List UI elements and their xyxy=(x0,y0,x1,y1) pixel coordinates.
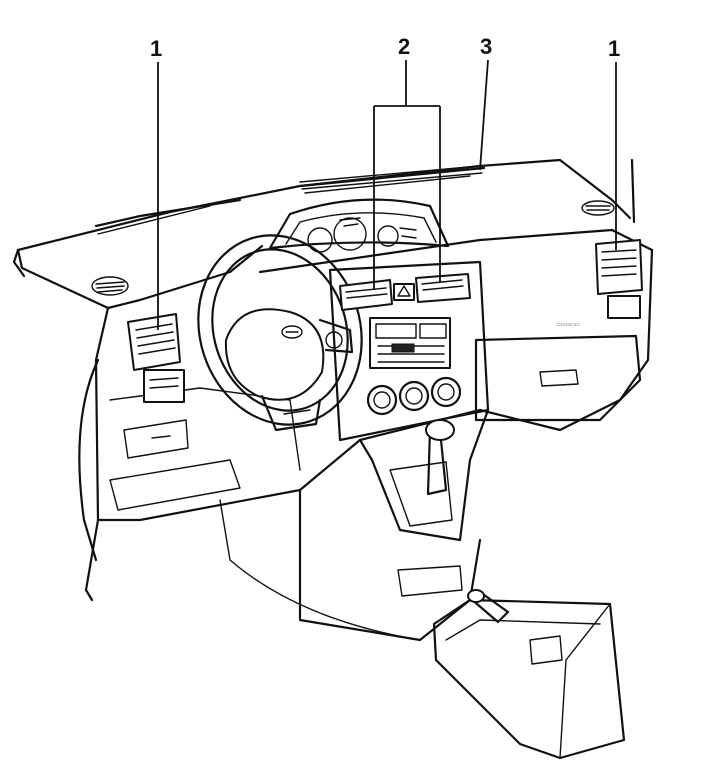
glovebox: ▭▭▭▭▭ xyxy=(474,322,642,422)
left-corner-speaker xyxy=(91,276,129,296)
defroster-grille xyxy=(299,165,483,190)
left-air-vent xyxy=(127,313,185,403)
center-stack xyxy=(328,260,490,442)
floor-console-detail xyxy=(432,589,626,760)
right-corner-speaker xyxy=(581,200,615,216)
right-air-vent xyxy=(595,239,643,319)
dashboard-top xyxy=(12,158,636,310)
callout-label: 3 xyxy=(480,34,492,59)
callout-center-vents: 2 xyxy=(373,34,441,290)
steering-wheel xyxy=(197,234,363,432)
callout-left-vent: 1 xyxy=(150,36,162,330)
callout-label: 1 xyxy=(150,36,162,61)
instrument-cluster xyxy=(268,198,450,253)
center-air-vents xyxy=(339,273,471,311)
center-console xyxy=(219,408,490,642)
callout-defroster: 3 xyxy=(479,34,492,171)
callout-right-vent: 1 xyxy=(608,36,620,250)
callout-label: 1 xyxy=(608,36,620,61)
label-plate: ▭▭▭▭▭ xyxy=(556,322,580,328)
callout-label: 2 xyxy=(398,34,410,59)
